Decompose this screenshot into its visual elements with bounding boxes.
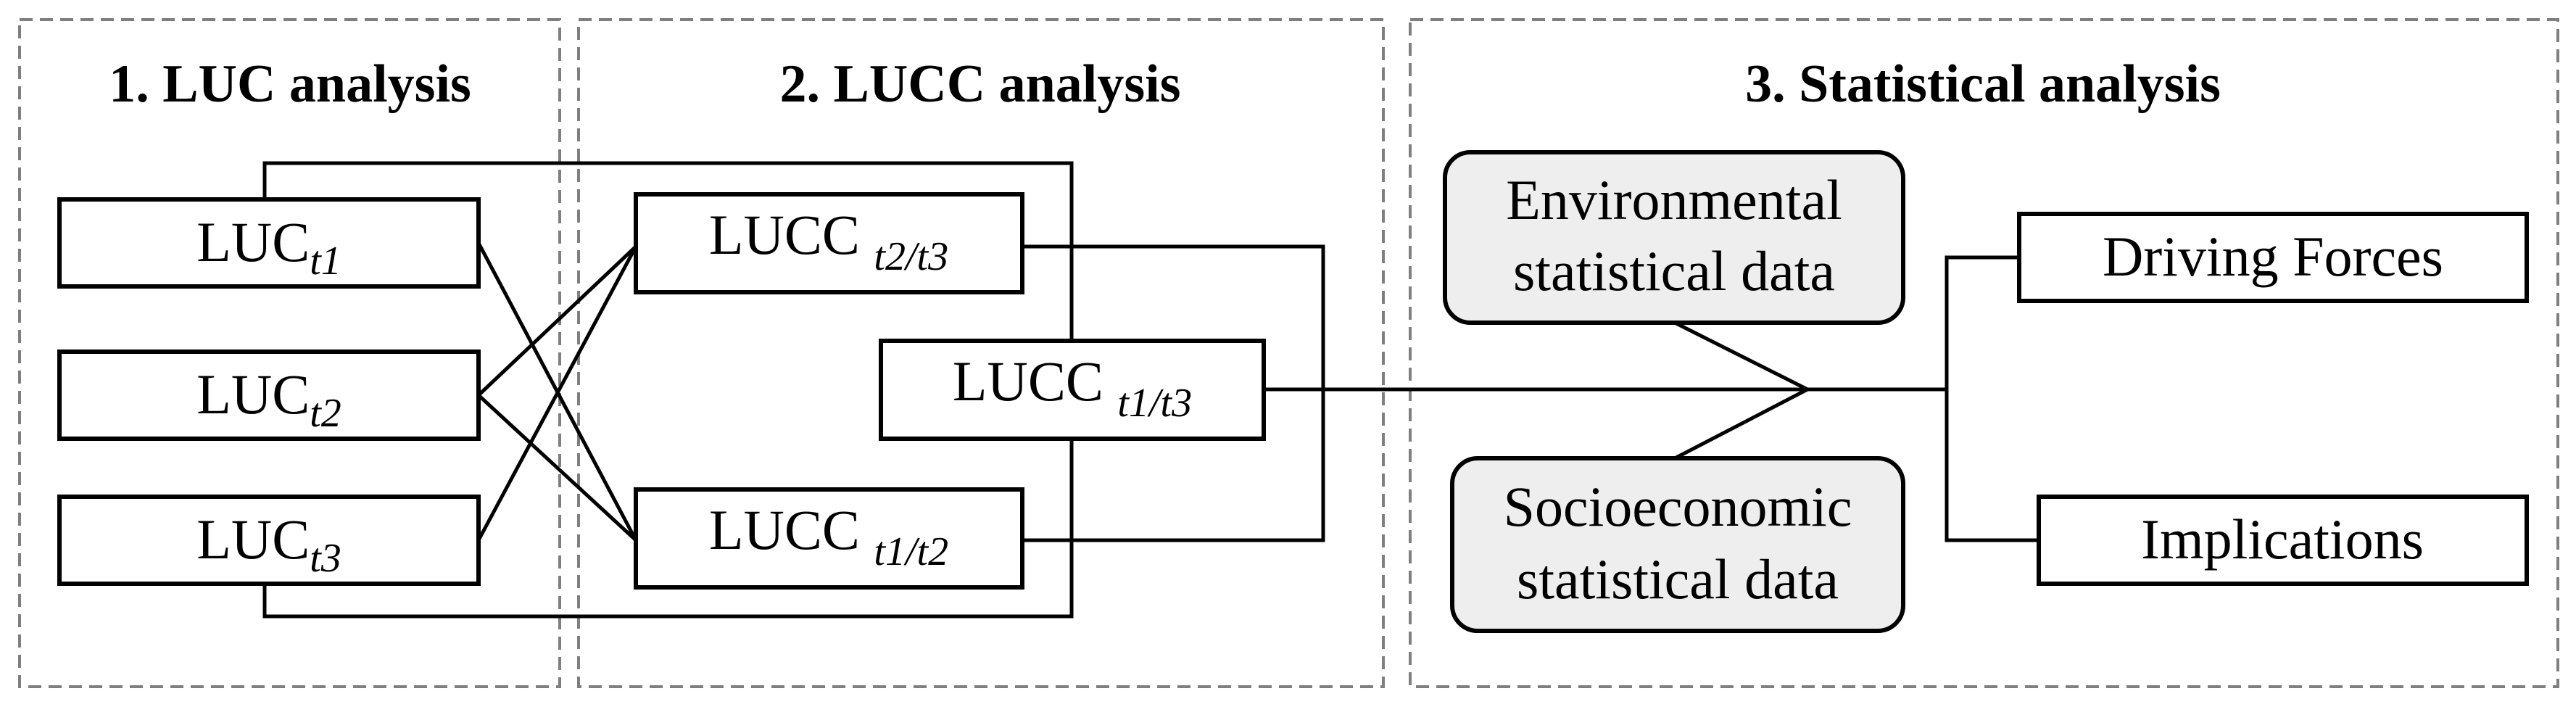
node-environmental-data-line1: Environmental: [1506, 168, 1842, 231]
node-environmental-data-line2: statistical data: [1513, 239, 1835, 302]
edge-luc-t3-to-lucc-t2t3: [476, 245, 638, 542]
node-socioeconomic-data-line1: Socioeconomic: [1504, 475, 1852, 538]
node-driving-forces: Driving Forces: [2017, 212, 2529, 303]
svg-text:LUCC t1/t2: LUCC t1/t2: [709, 498, 948, 574]
node-driving-forces-label: Driving Forces: [2103, 225, 2443, 288]
edge-hub-to-driving-forces: [1945, 255, 2039, 542]
node-environmental-data: Environmental statistical data: [1443, 150, 1905, 325]
node-luc-t2: LUCt2: [57, 350, 481, 441]
edge-env-to-junction: [1673, 321, 1809, 392]
node-implications-label: Implications: [2141, 508, 2424, 571]
svg-text:LUCt3: LUCt3: [196, 508, 341, 581]
node-socioeconomic-data: Socioeconomic statistical data: [1450, 456, 1905, 633]
edge-luc-t1-to-lucc-t1t3: [262, 161, 1074, 341]
node-luc-t2-main: LUC: [196, 363, 310, 426]
edge-luc-t2-to-lucc-t1t2: [477, 394, 637, 542]
svg-text:LUCC t1/t3: LUCC t1/t3: [953, 350, 1192, 426]
edge-luc-t2-to-lucc-t2t3: [477, 245, 637, 397]
edge-lucc-t2t3-merge: [1022, 244, 1325, 542]
node-lucc-t1t2-sub: t1/t2: [874, 529, 948, 574]
node-lucc-t1t3: LUCC t1/t3: [879, 339, 1266, 441]
node-luc-t1-sub: t1: [310, 239, 341, 284]
node-lucc-t1t2: LUCC t1/t2: [634, 487, 1024, 590]
edge-luc-t3-to-lucc-t1t3: [262, 439, 1074, 619]
section-frame-luc: [18, 18, 561, 688]
section-frame-statistical: [1409, 18, 2559, 688]
node-luc-t1: LUCt1: [57, 197, 481, 289]
node-lucc-t2t3-sub: t2/t3: [874, 234, 948, 279]
node-luc-t1-main: LUC: [196, 210, 310, 273]
node-luc-t3: LUCt3: [57, 495, 481, 586]
section-title-statistical: 3. Statistical analysis: [1745, 54, 2221, 114]
node-lucc-t2t3-main: LUCC: [709, 203, 874, 266]
node-luc-t2-sub: t2: [310, 391, 341, 436]
node-implications: Implications: [2037, 495, 2529, 586]
node-lucc-t1t2-main: LUCC: [709, 498, 874, 561]
node-lucc-t1t3-main: LUCC: [953, 350, 1118, 413]
node-lucc-t1t3-sub: t1/t3: [1117, 381, 1192, 426]
section-title-luc: 1. LUC analysis: [109, 54, 471, 114]
node-luc-t3-main: LUC: [196, 508, 310, 571]
edge-socio-to-junction: [1673, 387, 1809, 460]
svg-text:LUCC t2/t3: LUCC t2/t3: [709, 203, 948, 279]
svg-text:LUCt1: LUCt1: [196, 210, 341, 284]
connectors: [262, 161, 2039, 619]
node-luc-t3-sub: t3: [310, 536, 341, 581]
node-lucc-t2t3: LUCC t2/t3: [634, 192, 1024, 294]
node-socioeconomic-data-line2: statistical data: [1517, 547, 1839, 611]
svg-text:LUCt2: LUCt2: [196, 363, 341, 436]
section-title-lucc: 2. LUCC analysis: [779, 54, 1180, 114]
